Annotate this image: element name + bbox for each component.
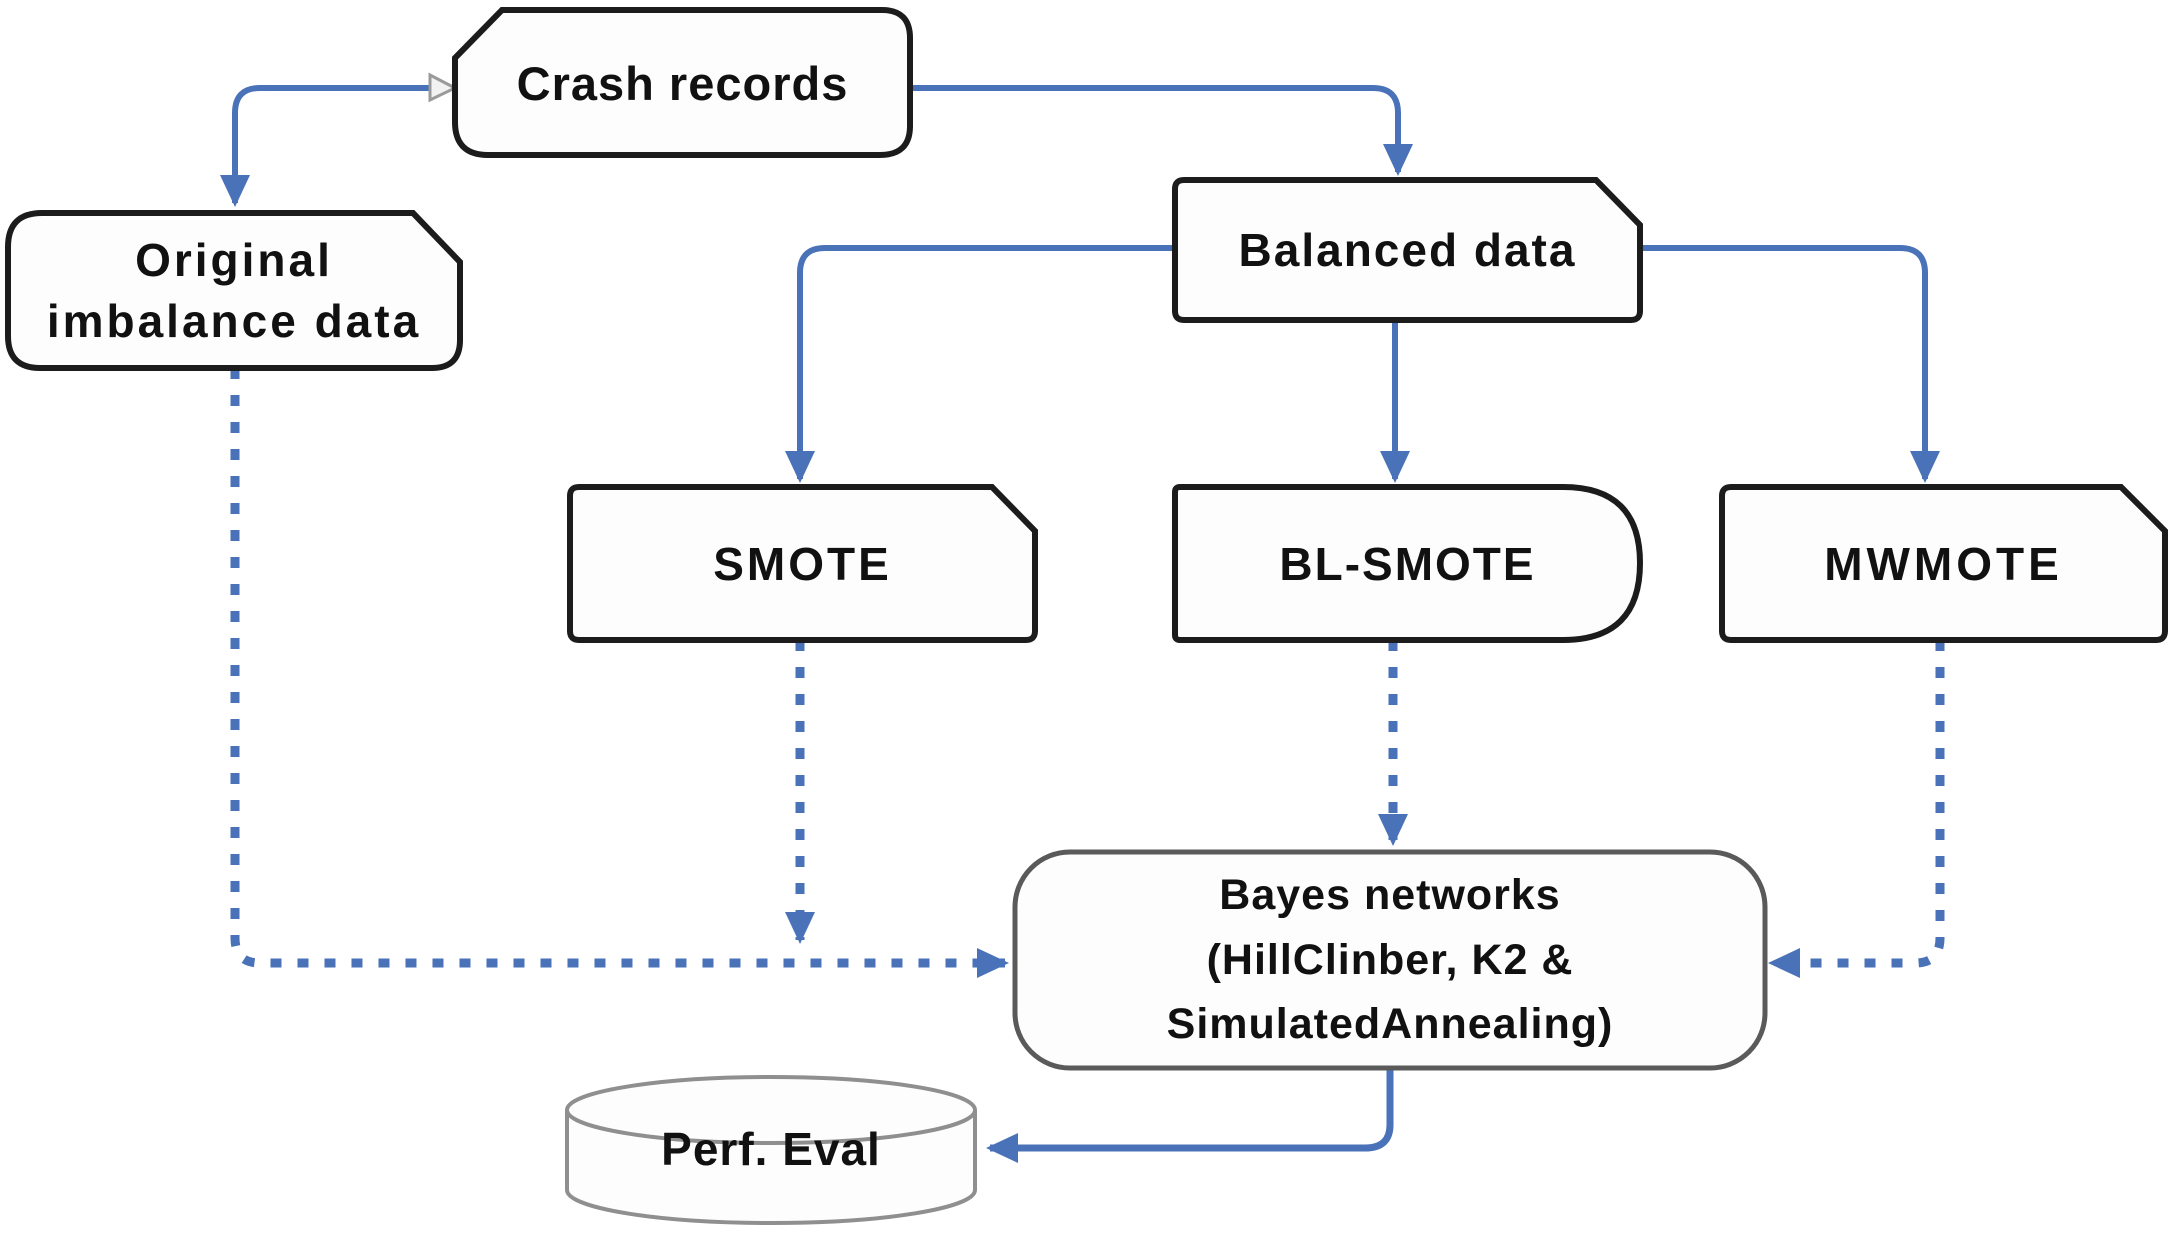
arrow-crash-to-original: [220, 85, 455, 207]
crash-records-shape: [452, 7, 913, 158]
dashed-arrow-original-to-bayes: [230, 368, 1009, 978]
smote-shape: [567, 484, 1038, 643]
mwmote-shape: [1719, 484, 2168, 643]
dashed-arrow-mwmote-to-bayes: [1768, 640, 1945, 978]
arrow-balanced-to-smote: [785, 245, 1175, 483]
balanced-data-shape: [1172, 177, 1643, 323]
arrow-balanced-to-mwmote: [1640, 245, 1940, 483]
original-imbalance-data-shape: [5, 210, 463, 371]
perf-eval-cylinder-top: [565, 1075, 977, 1145]
connector-start-arrow-icon: [428, 72, 459, 103]
arrow-crash-to-balanced: [910, 85, 1413, 176]
bl-smote-shape: [1172, 484, 1644, 643]
arrow-bayes-to-perf: [986, 1068, 1394, 1163]
bayes-networks-shape: [1012, 849, 1768, 1071]
